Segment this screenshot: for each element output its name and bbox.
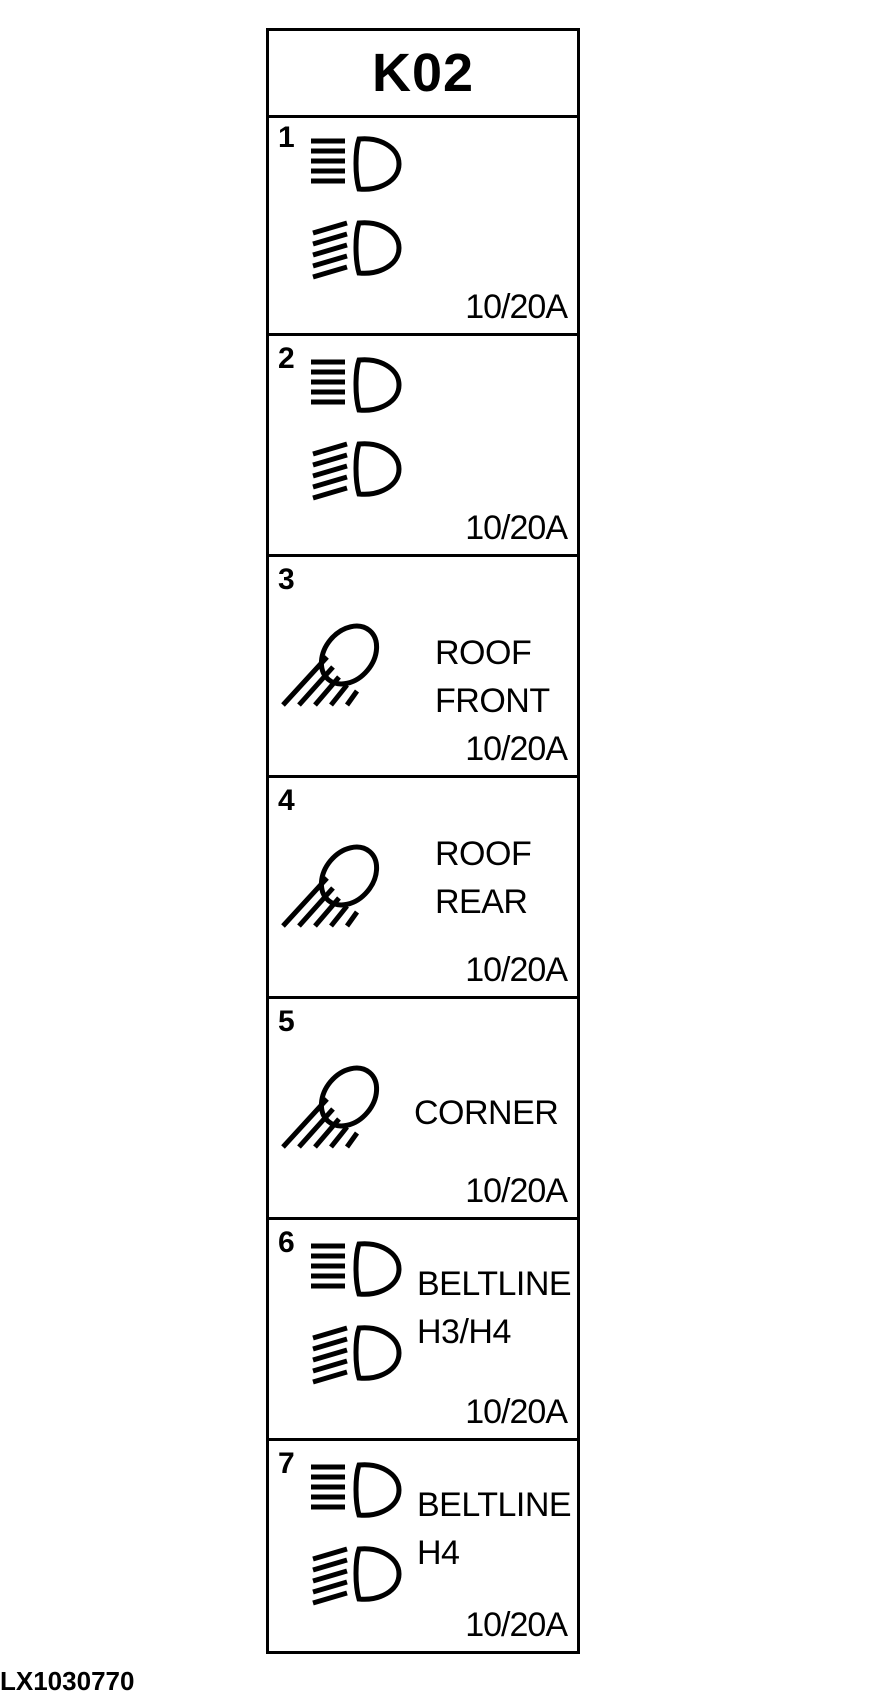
fuse-rating: 10/20A	[465, 730, 568, 768]
circuit-label-line2: REAR	[435, 883, 528, 921]
work-light-icon	[277, 621, 381, 713]
fuse-number: 3	[278, 563, 295, 596]
circuit-label-line1: ROOF	[435, 634, 532, 672]
fuse-number: 7	[278, 1447, 295, 1480]
high-beam-headlight-icon	[307, 217, 403, 287]
low-beam-headlight-icon	[307, 1459, 403, 1523]
fuse-slot-2: 2 10/20A	[269, 336, 577, 557]
fuse-number: 4	[278, 784, 295, 817]
circuit-label-line1: CORNER	[414, 1094, 559, 1132]
fuse-panel-k02: K02 1 10/20A 2 10/20A 3 ROOF FRONT 10/20…	[266, 28, 580, 1654]
circuit-label-line1: BELTLINE	[417, 1486, 572, 1524]
fuse-rating: 10/20A	[465, 951, 568, 989]
fuse-slot-7: 7 BELTLINE H4 10/20A	[269, 1441, 577, 1651]
panel-title: K02	[371, 43, 475, 103]
work-light-icon	[277, 842, 381, 934]
low-beam-headlight-icon	[307, 354, 403, 418]
fuse-number: 5	[278, 1005, 295, 1038]
low-beam-headlight-icon	[307, 1238, 403, 1302]
fuse-number: 2	[278, 342, 295, 375]
circuit-label-line2: FRONT	[435, 682, 550, 720]
fuse-number: 6	[278, 1226, 295, 1259]
fuse-rating: 10/20A	[465, 509, 568, 547]
fuse-rating: 10/20A	[465, 1393, 568, 1431]
fuse-rating: 10/20A	[465, 288, 568, 326]
fuse-rating: 10/20A	[465, 1606, 568, 1644]
fuse-number: 1	[278, 121, 295, 154]
fuse-rating: 10/20A	[465, 1172, 568, 1210]
circuit-label-line2: H4	[417, 1534, 460, 1572]
fuse-slot-1: 1 10/20A	[269, 115, 577, 336]
figure-code: LX1030770	[0, 1666, 135, 1696]
work-light-icon	[277, 1063, 381, 1155]
high-beam-headlight-icon	[307, 1543, 403, 1613]
fuse-slot-4: 4 ROOF REAR 10/20A	[269, 778, 577, 999]
high-beam-headlight-icon	[307, 1322, 403, 1392]
circuit-label-line2: H3/H4	[417, 1313, 511, 1351]
fuse-slot-3: 3 ROOF FRONT 10/20A	[269, 557, 577, 778]
fuse-slot-5: 5 CORNER 10/20A	[269, 999, 577, 1220]
circuit-label-line1: ROOF	[435, 835, 532, 873]
circuit-label-line1: BELTLINE	[417, 1265, 572, 1303]
high-beam-headlight-icon	[307, 438, 403, 508]
fuse-slot-6: 6 BELTLINE H3/H4 10/20A	[269, 1220, 577, 1441]
low-beam-headlight-icon	[307, 133, 403, 197]
panel-header: K02	[269, 31, 577, 118]
